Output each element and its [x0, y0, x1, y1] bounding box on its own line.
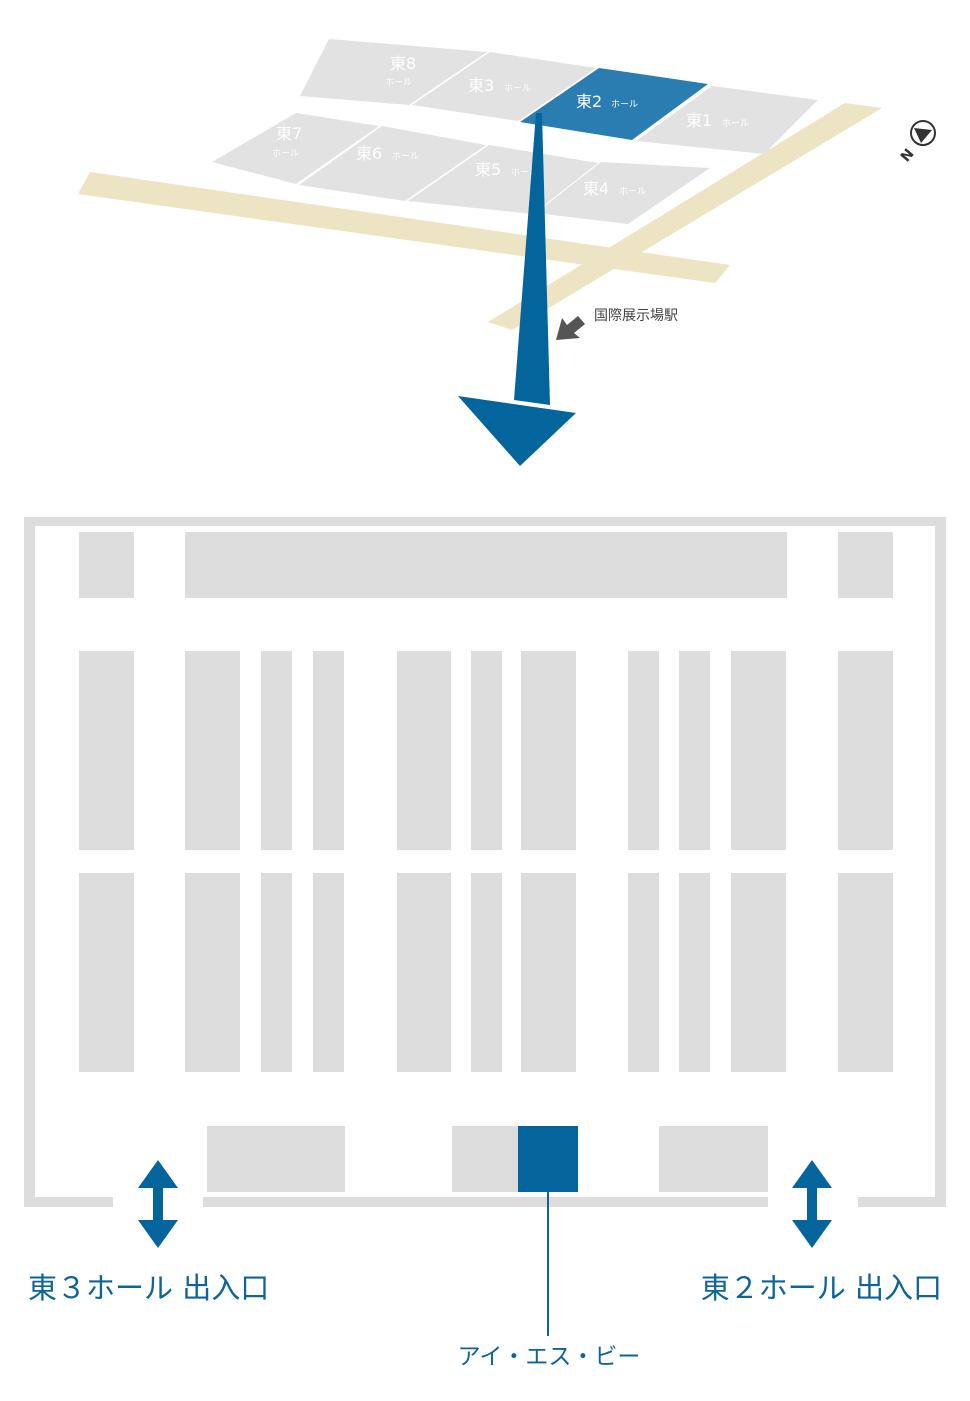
bottom-blocks	[207, 1126, 768, 1192]
booth-block	[185, 651, 240, 850]
station-label: 国際展示場駅	[594, 308, 678, 324]
hall-label: 東3	[468, 76, 494, 95]
exit-left-label: 東３ホール 出入口	[28, 1271, 269, 1305]
exit-right-label: 東２ホール 出入口	[701, 1271, 942, 1305]
booth-block	[313, 873, 344, 1072]
hall-label: 東8	[390, 54, 416, 73]
hall-label: 東1	[686, 111, 712, 130]
hall-suffix: ホール	[392, 151, 419, 162]
booth-block	[185, 873, 240, 1072]
hall-suffix: ホール	[619, 186, 646, 197]
hall-label: 東5	[475, 160, 501, 179]
booth-block	[261, 651, 292, 850]
booth-block	[628, 651, 659, 850]
booth-block	[731, 651, 786, 850]
hall-walls	[24, 517, 946, 1207]
hall-e4[interactable]: 東4 ホール	[536, 162, 710, 224]
booth-label: アイ・エス・ビー	[458, 1344, 641, 1370]
booth-block	[397, 651, 451, 850]
hall-e5[interactable]: 東5 ホール	[408, 145, 598, 214]
booth-block	[261, 873, 292, 1072]
hall-suffix: ホール	[272, 148, 299, 159]
booth-block	[521, 651, 576, 850]
booth-rows	[79, 651, 893, 1072]
road-horizontal	[78, 172, 730, 283]
isb-booth[interactable]	[518, 1126, 578, 1192]
station-arrow-icon	[556, 316, 585, 340]
booth-block	[679, 651, 710, 850]
booth-block	[471, 651, 502, 850]
svg-text:N: N	[898, 146, 918, 165]
booth-block	[79, 873, 134, 1072]
hall-suffix: ホール	[611, 99, 638, 110]
hall-e1[interactable]: 東1 ホール	[636, 86, 818, 154]
booth-block	[838, 651, 893, 850]
booth-block	[628, 873, 659, 1072]
hall-e6[interactable]: 東6 ホール	[299, 126, 486, 201]
hall-label: 東2	[576, 92, 602, 111]
hall-e3[interactable]: 東3 ホール	[412, 52, 596, 121]
booth-block	[471, 873, 502, 1072]
compass-icon: N	[898, 120, 936, 165]
hall-suffix: ホール	[385, 77, 412, 88]
hall-e2[interactable]: 東2 ホール	[520, 68, 708, 140]
road-diagonal	[488, 103, 882, 330]
hall-suffix: ホール	[722, 118, 749, 129]
booth-block	[79, 651, 134, 850]
booth-blocks	[79, 532, 893, 598]
exit-right-arrow-icon	[792, 1160, 832, 1248]
hall-suffix: ホール	[504, 83, 531, 94]
hall-label: 東7	[276, 124, 302, 143]
exit-left-arrow-icon	[138, 1160, 178, 1248]
hall-label: 東6	[356, 144, 382, 163]
booth-block	[313, 651, 344, 850]
booth-block	[397, 873, 451, 1072]
hall-e7[interactable]: 東7 ホール	[212, 113, 379, 184]
hall-suffix: ホール	[511, 167, 538, 178]
booth-block	[838, 873, 893, 1072]
booth-block	[731, 873, 786, 1072]
hall-label: 東4	[583, 179, 609, 198]
pointer-arrow	[458, 113, 576, 466]
hall-e8[interactable]: 東8 ホール	[300, 39, 487, 105]
booth-block	[521, 873, 576, 1072]
booth-block	[679, 873, 710, 1072]
